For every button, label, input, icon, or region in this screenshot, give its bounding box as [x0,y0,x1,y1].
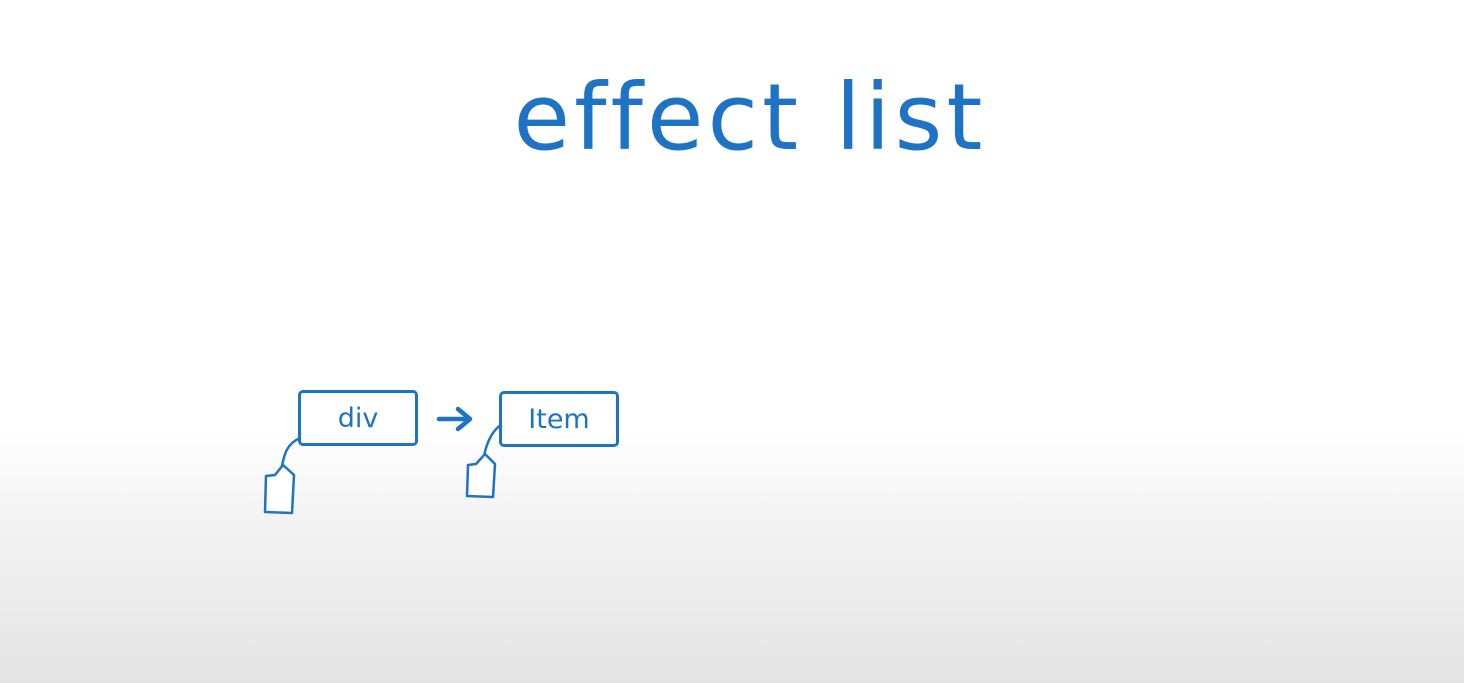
arrow-right-icon [436,406,473,432]
effect-list-diagram: div Item [250,380,630,520]
node-label: Item [528,403,590,435]
node-label: div [337,402,379,434]
node-item: Item [499,391,619,447]
diagram-connectors [263,406,504,515]
tag-icon [465,422,504,499]
node-div: div [298,390,418,446]
page-title: effect list [513,64,987,171]
tag-icon [263,436,302,515]
